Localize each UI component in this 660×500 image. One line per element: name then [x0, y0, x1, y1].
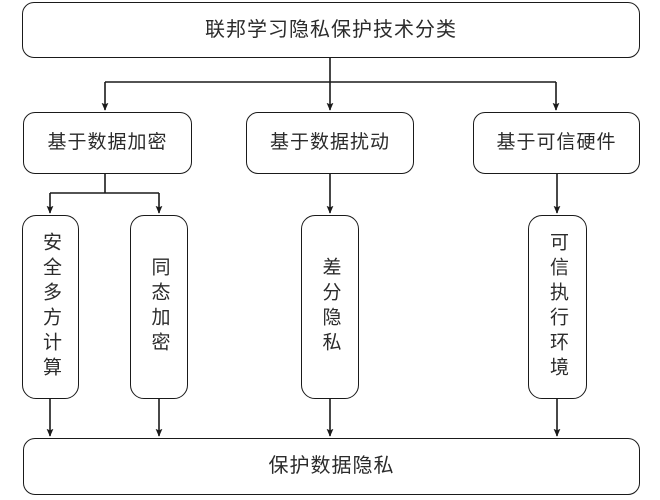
node-tech-he[interactable]: 同态加密: [130, 215, 188, 399]
node-root[interactable]: 联邦学习隐私保护技术分类: [22, 2, 640, 58]
node-tech-dp[interactable]: 差分隐私: [301, 215, 359, 399]
node-category-encryption-label: 基于数据加密: [47, 132, 168, 154]
node-tech-smpc-label: 安全多方计算: [40, 232, 61, 382]
node-tech-dp-label: 差分隐私: [319, 257, 341, 357]
node-tech-tee[interactable]: 可信执行环境: [528, 215, 587, 399]
node-category-perturbation-label: 基于数据扰动: [269, 132, 390, 154]
node-category-perturbation[interactable]: 基于数据扰动: [246, 112, 414, 174]
node-tech-tee-label: 可信执行环境: [547, 232, 568, 382]
node-terminal[interactable]: 保护数据隐私: [23, 438, 640, 495]
node-category-hardware-label: 基于可信硬件: [496, 132, 617, 154]
node-category-encryption[interactable]: 基于数据加密: [23, 112, 192, 174]
node-root-label: 联邦学习隐私保护技术分类: [205, 18, 457, 41]
node-terminal-label: 保护数据隐私: [268, 455, 395, 477]
node-tech-he-label: 同态加密: [148, 257, 170, 357]
node-category-hardware[interactable]: 基于可信硬件: [473, 112, 640, 174]
node-tech-smpc[interactable]: 安全多方计算: [22, 215, 79, 399]
